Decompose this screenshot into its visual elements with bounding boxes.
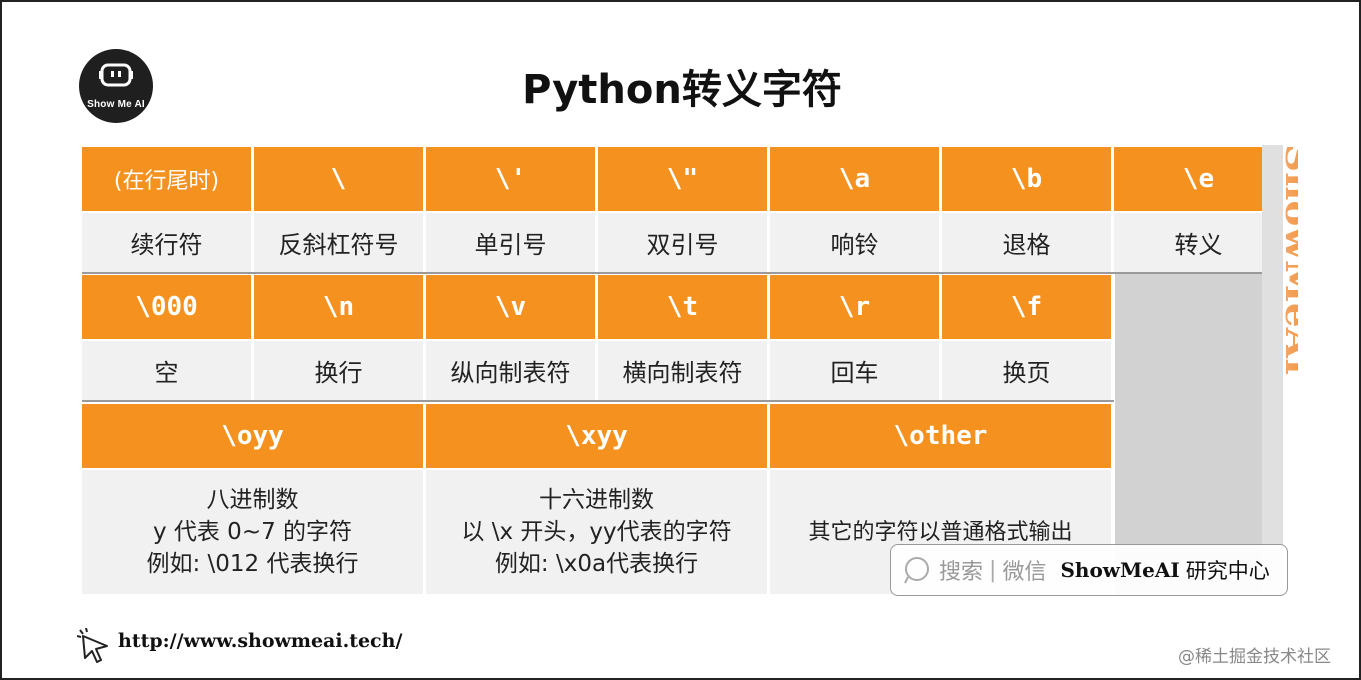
brand-name: ShowMeAI bbox=[1060, 558, 1180, 582]
header-cell-hex: \xyy bbox=[426, 404, 767, 468]
cursor-click-icon bbox=[77, 628, 108, 663]
header-cell-newline: \n bbox=[254, 275, 423, 339]
value-cell-escape: 转义 bbox=[1114, 213, 1283, 272]
header-cell-continuation: (在行尾时) bbox=[82, 147, 251, 211]
website-link[interactable]: http://www.showmeai.tech/ bbox=[118, 630, 403, 652]
value-cell-backspace: 退格 bbox=[942, 213, 1111, 272]
octal-line: y 代表 0~7 的字符 bbox=[152, 519, 353, 545]
octal-line: 八进制数 bbox=[206, 487, 299, 513]
hex-line: 十六进制数 bbox=[539, 487, 654, 513]
header-cell-escape: \e bbox=[1114, 147, 1283, 211]
header-cell-bell: \a bbox=[770, 147, 939, 211]
hex-line: 以 \x 开头，yy代表的字符 bbox=[461, 519, 732, 545]
search-label: 搜索 bbox=[939, 560, 984, 585]
value-cell-htab: 横向制表符 bbox=[598, 341, 767, 400]
value-cell-single-quote: 单引号 bbox=[426, 213, 595, 272]
search-separator: | bbox=[989, 557, 997, 583]
showmeai-logo: Show Me AI bbox=[79, 49, 153, 123]
value-cell-vtab: 纵向制表符 bbox=[426, 341, 595, 400]
header-cell-single-quote: \' bbox=[426, 147, 595, 211]
search-icon bbox=[904, 557, 929, 584]
row-divider bbox=[82, 272, 1283, 274]
logo-text: Show Me AI bbox=[87, 99, 145, 110]
value-cell-continuation: 续行符 bbox=[82, 213, 251, 272]
side-strip bbox=[1262, 145, 1283, 595]
header-cell-htab: \t bbox=[598, 275, 767, 339]
watermark-text: ShowMeAI bbox=[1277, 144, 1298, 376]
showmeai-watermark: ShowMeAI bbox=[1277, 144, 1298, 376]
value-cell-backslash: 反斜杠符号 bbox=[254, 213, 423, 272]
empty-grey-area bbox=[1115, 274, 1283, 594]
header-cell-vtab: \v bbox=[426, 275, 595, 339]
search-box[interactable]: 搜索 | 微信 ShowMeAI 研究中心 bbox=[890, 544, 1288, 596]
robot-icon bbox=[99, 63, 133, 87]
source-credit: @稀土掘金技术社区 bbox=[1178, 647, 1331, 667]
header-cell-null: \000 bbox=[82, 275, 251, 339]
header-cell-backspace: \b bbox=[942, 147, 1111, 211]
value-cell-null: 空 bbox=[82, 341, 251, 400]
page-title: Python转义字符 bbox=[522, 67, 842, 113]
wechat-label: 微信 bbox=[1002, 560, 1047, 585]
row-divider bbox=[82, 400, 1114, 402]
value-cell-bell: 响铃 bbox=[770, 213, 939, 272]
octal-line: 例如: \012 代表换行 bbox=[146, 551, 359, 577]
header-cell-octal: \oyy bbox=[82, 404, 423, 468]
value-cell-return: 回车 bbox=[770, 341, 939, 400]
header-cell-formfeed: \f bbox=[942, 275, 1111, 339]
value-cell-octal: 八进制数 y 代表 0~7 的字符 例如: \012 代表换行 bbox=[82, 470, 423, 594]
value-cell-double-quote: 双引号 bbox=[598, 213, 767, 272]
header-cell-backslash: \ bbox=[254, 147, 423, 211]
value-cell-formfeed: 换页 bbox=[942, 341, 1111, 400]
brand-subtitle: 研究中心 bbox=[1185, 559, 1270, 583]
hex-line: 例如: \x0a代表换行 bbox=[494, 551, 699, 577]
value-cell-newline: 换行 bbox=[254, 341, 423, 400]
header-cell-return: \r bbox=[770, 275, 939, 339]
header-cell-other: \other bbox=[770, 404, 1111, 468]
header-cell-double-quote: \" bbox=[598, 147, 767, 211]
value-cell-hex: 十六进制数 以 \x 开头，yy代表的字符 例如: \x0a代表换行 bbox=[426, 470, 767, 594]
